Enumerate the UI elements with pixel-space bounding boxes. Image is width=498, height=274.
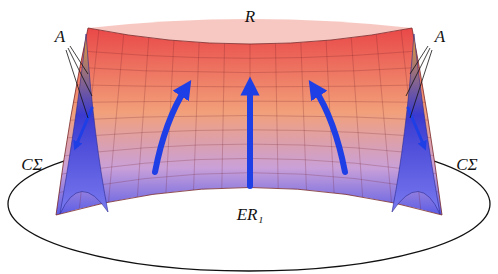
region-label: A: [55, 28, 65, 45]
leader-lines: [66, 46, 432, 118]
left-cusp: [60, 34, 108, 214]
curve-label: CΣ: [21, 156, 42, 173]
region-label: A: [435, 28, 445, 45]
curve-label: CΣ: [456, 156, 477, 173]
right-cusp: [392, 34, 440, 214]
curve-label: ER₁: [237, 206, 264, 223]
region-label: R: [245, 8, 255, 25]
side-arrows: [76, 108, 424, 146]
flow-arrows: [155, 86, 345, 186]
surface-grid: [40, 20, 460, 230]
